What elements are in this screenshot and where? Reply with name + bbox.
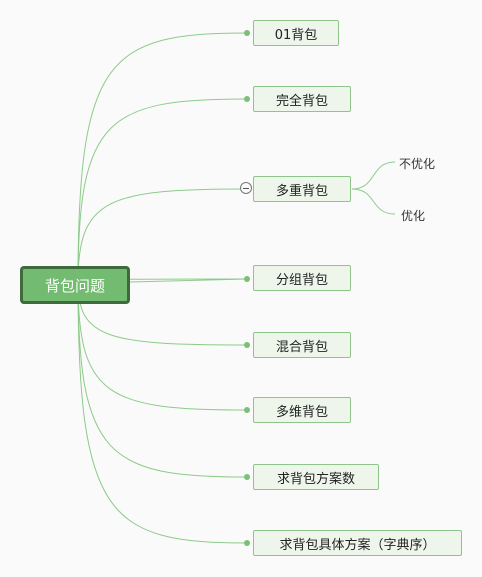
topic-group-knapsack[interactable]: 分组背包 bbox=[253, 265, 351, 291]
connector-line bbox=[77, 281, 248, 411]
topic-complete-knapsack[interactable]: 完全背包 bbox=[253, 86, 351, 112]
topic-multidim-knapsack[interactable]: 多维背包 bbox=[253, 397, 351, 423]
topic-count-solutions[interactable]: 求背包方案数 bbox=[253, 464, 379, 490]
connector-line bbox=[77, 188, 248, 283]
topic-01-knapsack[interactable]: 01背包 bbox=[253, 20, 339, 46]
connector-dot bbox=[244, 474, 250, 480]
subtopic-no-optimize[interactable]: 不优化 bbox=[399, 157, 436, 171]
connector-line bbox=[77, 32, 248, 283]
topic-specific-solution[interactable]: 求背包具体方案（字典序） bbox=[253, 530, 462, 556]
connector-dot bbox=[244, 407, 250, 413]
connector-line bbox=[129, 278, 248, 283]
collapse-toggle-icon[interactable] bbox=[240, 182, 252, 194]
sub-connector-line bbox=[351, 188, 396, 215]
connector-line bbox=[77, 281, 248, 478]
topic-multiple-knapsack[interactable]: 多重背包 bbox=[253, 176, 351, 202]
connector-dot bbox=[244, 540, 250, 546]
connector-dot bbox=[244, 30, 250, 36]
connector-dot bbox=[244, 276, 250, 282]
topic-mixed-knapsack[interactable]: 混合背包 bbox=[253, 332, 351, 358]
connector-line bbox=[77, 98, 248, 283]
connector-line bbox=[77, 281, 248, 544]
connector-dot bbox=[244, 96, 250, 102]
connector-dot bbox=[244, 342, 250, 348]
root-topic[interactable]: 背包问题 bbox=[20, 266, 130, 304]
sub-connector-line bbox=[351, 161, 396, 190]
subtopic-optimize[interactable]: 优化 bbox=[401, 209, 426, 223]
